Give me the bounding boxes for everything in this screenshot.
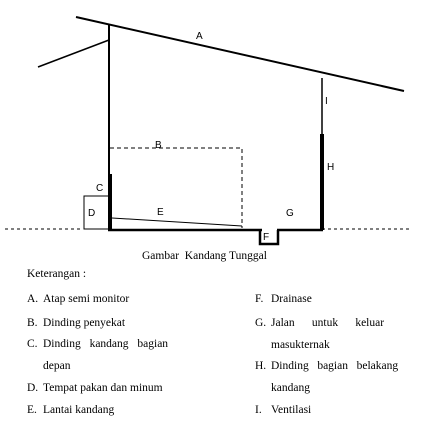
legend-text-cont: masukternak <box>271 339 330 351</box>
label-b: B <box>155 140 162 151</box>
legend-key: G. <box>255 317 267 329</box>
legend-key: B. <box>27 317 38 329</box>
legend-text: Ventilasi <box>271 404 312 416</box>
legend-text: Dinding bagian belakang <box>271 360 399 372</box>
label-a: A <box>196 31 203 42</box>
label-d: D <box>88 208 95 219</box>
roof-line <box>75 16 405 92</box>
legend-key: D. <box>27 382 39 394</box>
label-i: I <box>325 96 328 107</box>
legend-text: Tempat pakan dan minum <box>43 382 163 394</box>
label-c: C <box>96 183 103 194</box>
legend-text: Dinding kandang bagian <box>43 338 169 350</box>
label-f: F <box>263 232 269 243</box>
legend-item-g: G. Jalan untuk keluar masukternak <box>255 312 430 356</box>
legend-key: E. <box>27 404 37 416</box>
label-e: E <box>157 207 164 218</box>
legend-key: A. <box>27 293 39 305</box>
label-h: H <box>327 162 334 173</box>
legend-text: Lantai kandang <box>43 404 115 416</box>
legend-text-cont: kandang <box>271 382 310 394</box>
legend-item-h: H. Dinding bagian belakang kandang <box>255 355 430 399</box>
legend-text: Jalan untuk keluar <box>271 317 385 329</box>
legend-item-f: F. Drainase <box>255 288 430 310</box>
legend-key: F. <box>255 293 264 305</box>
legend-text: Atap semi monitor <box>43 293 130 305</box>
legend-item-b: B. Dinding penyekat <box>27 312 212 334</box>
legend-key: I. <box>255 404 262 416</box>
legend-key: C. <box>27 338 38 350</box>
diagram-caption: Gambar Kandang Tunggal <box>142 250 267 262</box>
roof-overhang <box>37 39 110 68</box>
legend-title: Keterangan : <box>27 268 87 280</box>
legend-item-e: E. Lantai kandang <box>27 399 212 421</box>
legend-text-cont: depan <box>43 360 71 372</box>
partition-wall <box>110 147 243 228</box>
legend-item-a: A. Atap semi monitor <box>27 288 212 310</box>
floor-slope <box>111 217 243 227</box>
kandang-diagram: A B C D E F G H I Gambar Kandang Tunggal <box>5 16 410 262</box>
label-g: G <box>286 208 294 219</box>
legend-text: Dinding penyekat <box>43 317 126 329</box>
drainage <box>258 230 280 246</box>
legend-item-i: I. Ventilasi <box>255 399 430 421</box>
legend-item-d: D. Tempat pakan dan minum <box>27 377 227 399</box>
legend-key: H. <box>255 360 267 372</box>
feeder-box <box>83 195 110 230</box>
legend-text: Drainase <box>271 293 312 305</box>
legend-item-c: C. Dinding kandang bagian depan <box>27 333 197 377</box>
